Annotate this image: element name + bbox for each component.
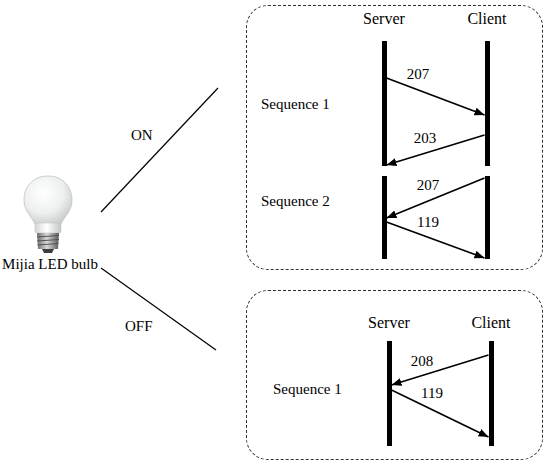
- bulb-collar: [35, 223, 61, 233]
- lifeline-bar: [382, 41, 387, 166]
- sequence-label: Sequence 2: [261, 193, 330, 210]
- bulb-screw-base: [37, 233, 59, 249]
- sequence-panel: Sequence 1 Server Client: [246, 290, 543, 460]
- edge-label: 207: [416, 177, 441, 193]
- edge-label: 207: [406, 66, 431, 82]
- lifeline: Server: [356, 10, 412, 262]
- sequence-label: Sequence 1: [273, 381, 342, 398]
- lifeline-heading: Server: [368, 314, 410, 332]
- sequence-label: Sequence 1: [261, 96, 330, 113]
- lifeline-bar: [485, 176, 490, 259]
- lifeline-bar: [387, 341, 392, 446]
- message-arrow: [387, 178, 485, 218]
- screw-threads: [37, 236, 59, 246]
- lifeline: Client: [459, 10, 515, 262]
- lifeline-heading: Client: [467, 10, 506, 28]
- lifeline-heading: Server: [363, 10, 405, 28]
- branch-line: [101, 88, 218, 212]
- message-arrow: [387, 78, 485, 115]
- bulb-node: Mijia LED bulb: [0, 172, 101, 272]
- device-label: Mijia LED bulb: [2, 256, 98, 273]
- lifeline: Client: [463, 314, 519, 449]
- bulb-glass: [24, 176, 72, 224]
- edge-label: OFF: [124, 318, 154, 334]
- lifeline-bar: [382, 176, 387, 259]
- sequence-panel: Sequence 1 Sequence 2 Server Client: [246, 5, 543, 270]
- lifeline-bar: [485, 41, 490, 166]
- edge-label: 203: [413, 130, 438, 146]
- edge-label: 208: [410, 353, 435, 369]
- edge-label: 119: [416, 214, 440, 230]
- bulb-tip: [42, 249, 54, 253]
- edge-label: ON: [130, 127, 154, 143]
- edge-label: 119: [420, 385, 444, 401]
- message-arrow: [392, 355, 489, 385]
- lifeline: Server: [361, 314, 417, 449]
- lifeline-heading: Client: [471, 314, 510, 332]
- branch-line: [101, 268, 216, 350]
- lifeline-bar: [489, 341, 494, 446]
